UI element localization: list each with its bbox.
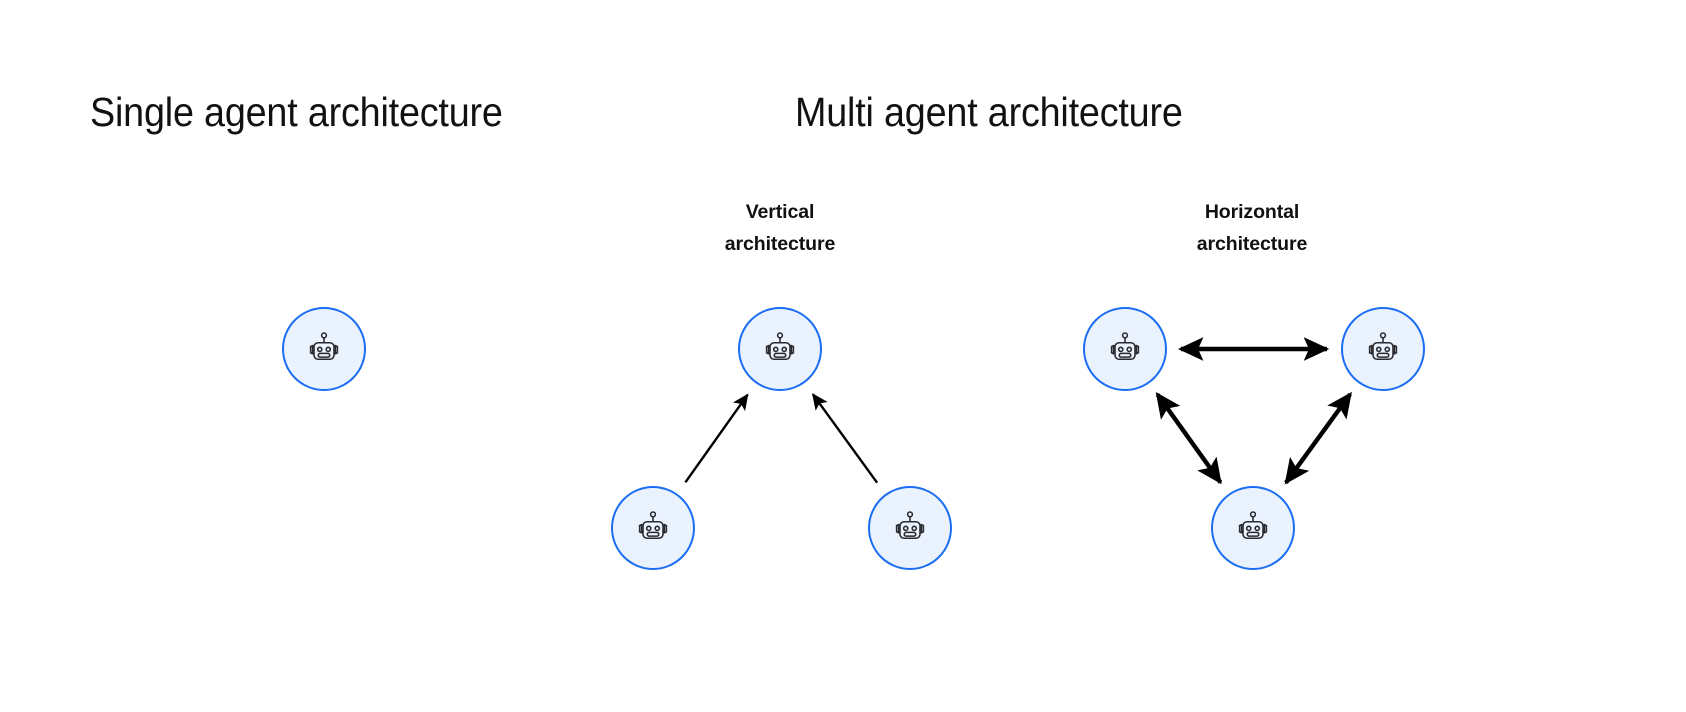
connection-arrow-horizontal-left-bottom (1155, 392, 1223, 485)
robot-icon (760, 329, 800, 369)
vertical-architecture-label: Vertical architecture (724, 201, 836, 255)
robot-icon (1105, 329, 1145, 369)
robot-icon (304, 329, 344, 369)
multi-agent-section-title: Multi agent architecture (795, 89, 1183, 135)
agent-node-single-agent[interactable] (282, 307, 366, 391)
agent-node-horizontal-peer-left[interactable] (1083, 307, 1167, 391)
connection-arrow-horizontal-right-bottom (1284, 391, 1352, 485)
connection-arrow-vertical-left-to-lead (684, 393, 749, 484)
agent-node-vertical-worker-left[interactable] (611, 486, 695, 570)
robot-icon (633, 508, 673, 548)
agent-node-horizontal-peer-right[interactable] (1341, 307, 1425, 391)
agent-node-vertical-lead[interactable] (738, 307, 822, 391)
robot-icon (1233, 508, 1273, 548)
agent-node-vertical-worker-right[interactable] (868, 486, 952, 570)
agent-node-horizontal-peer-bottom[interactable] (1211, 486, 1295, 570)
single-agent-section-title: Single agent architecture (90, 89, 503, 135)
robot-icon (1363, 329, 1403, 369)
horizontal-architecture-label: Horizontal architecture (1196, 201, 1308, 255)
connection-arrow-vertical-right-to-lead (811, 393, 879, 484)
robot-icon (890, 508, 930, 548)
